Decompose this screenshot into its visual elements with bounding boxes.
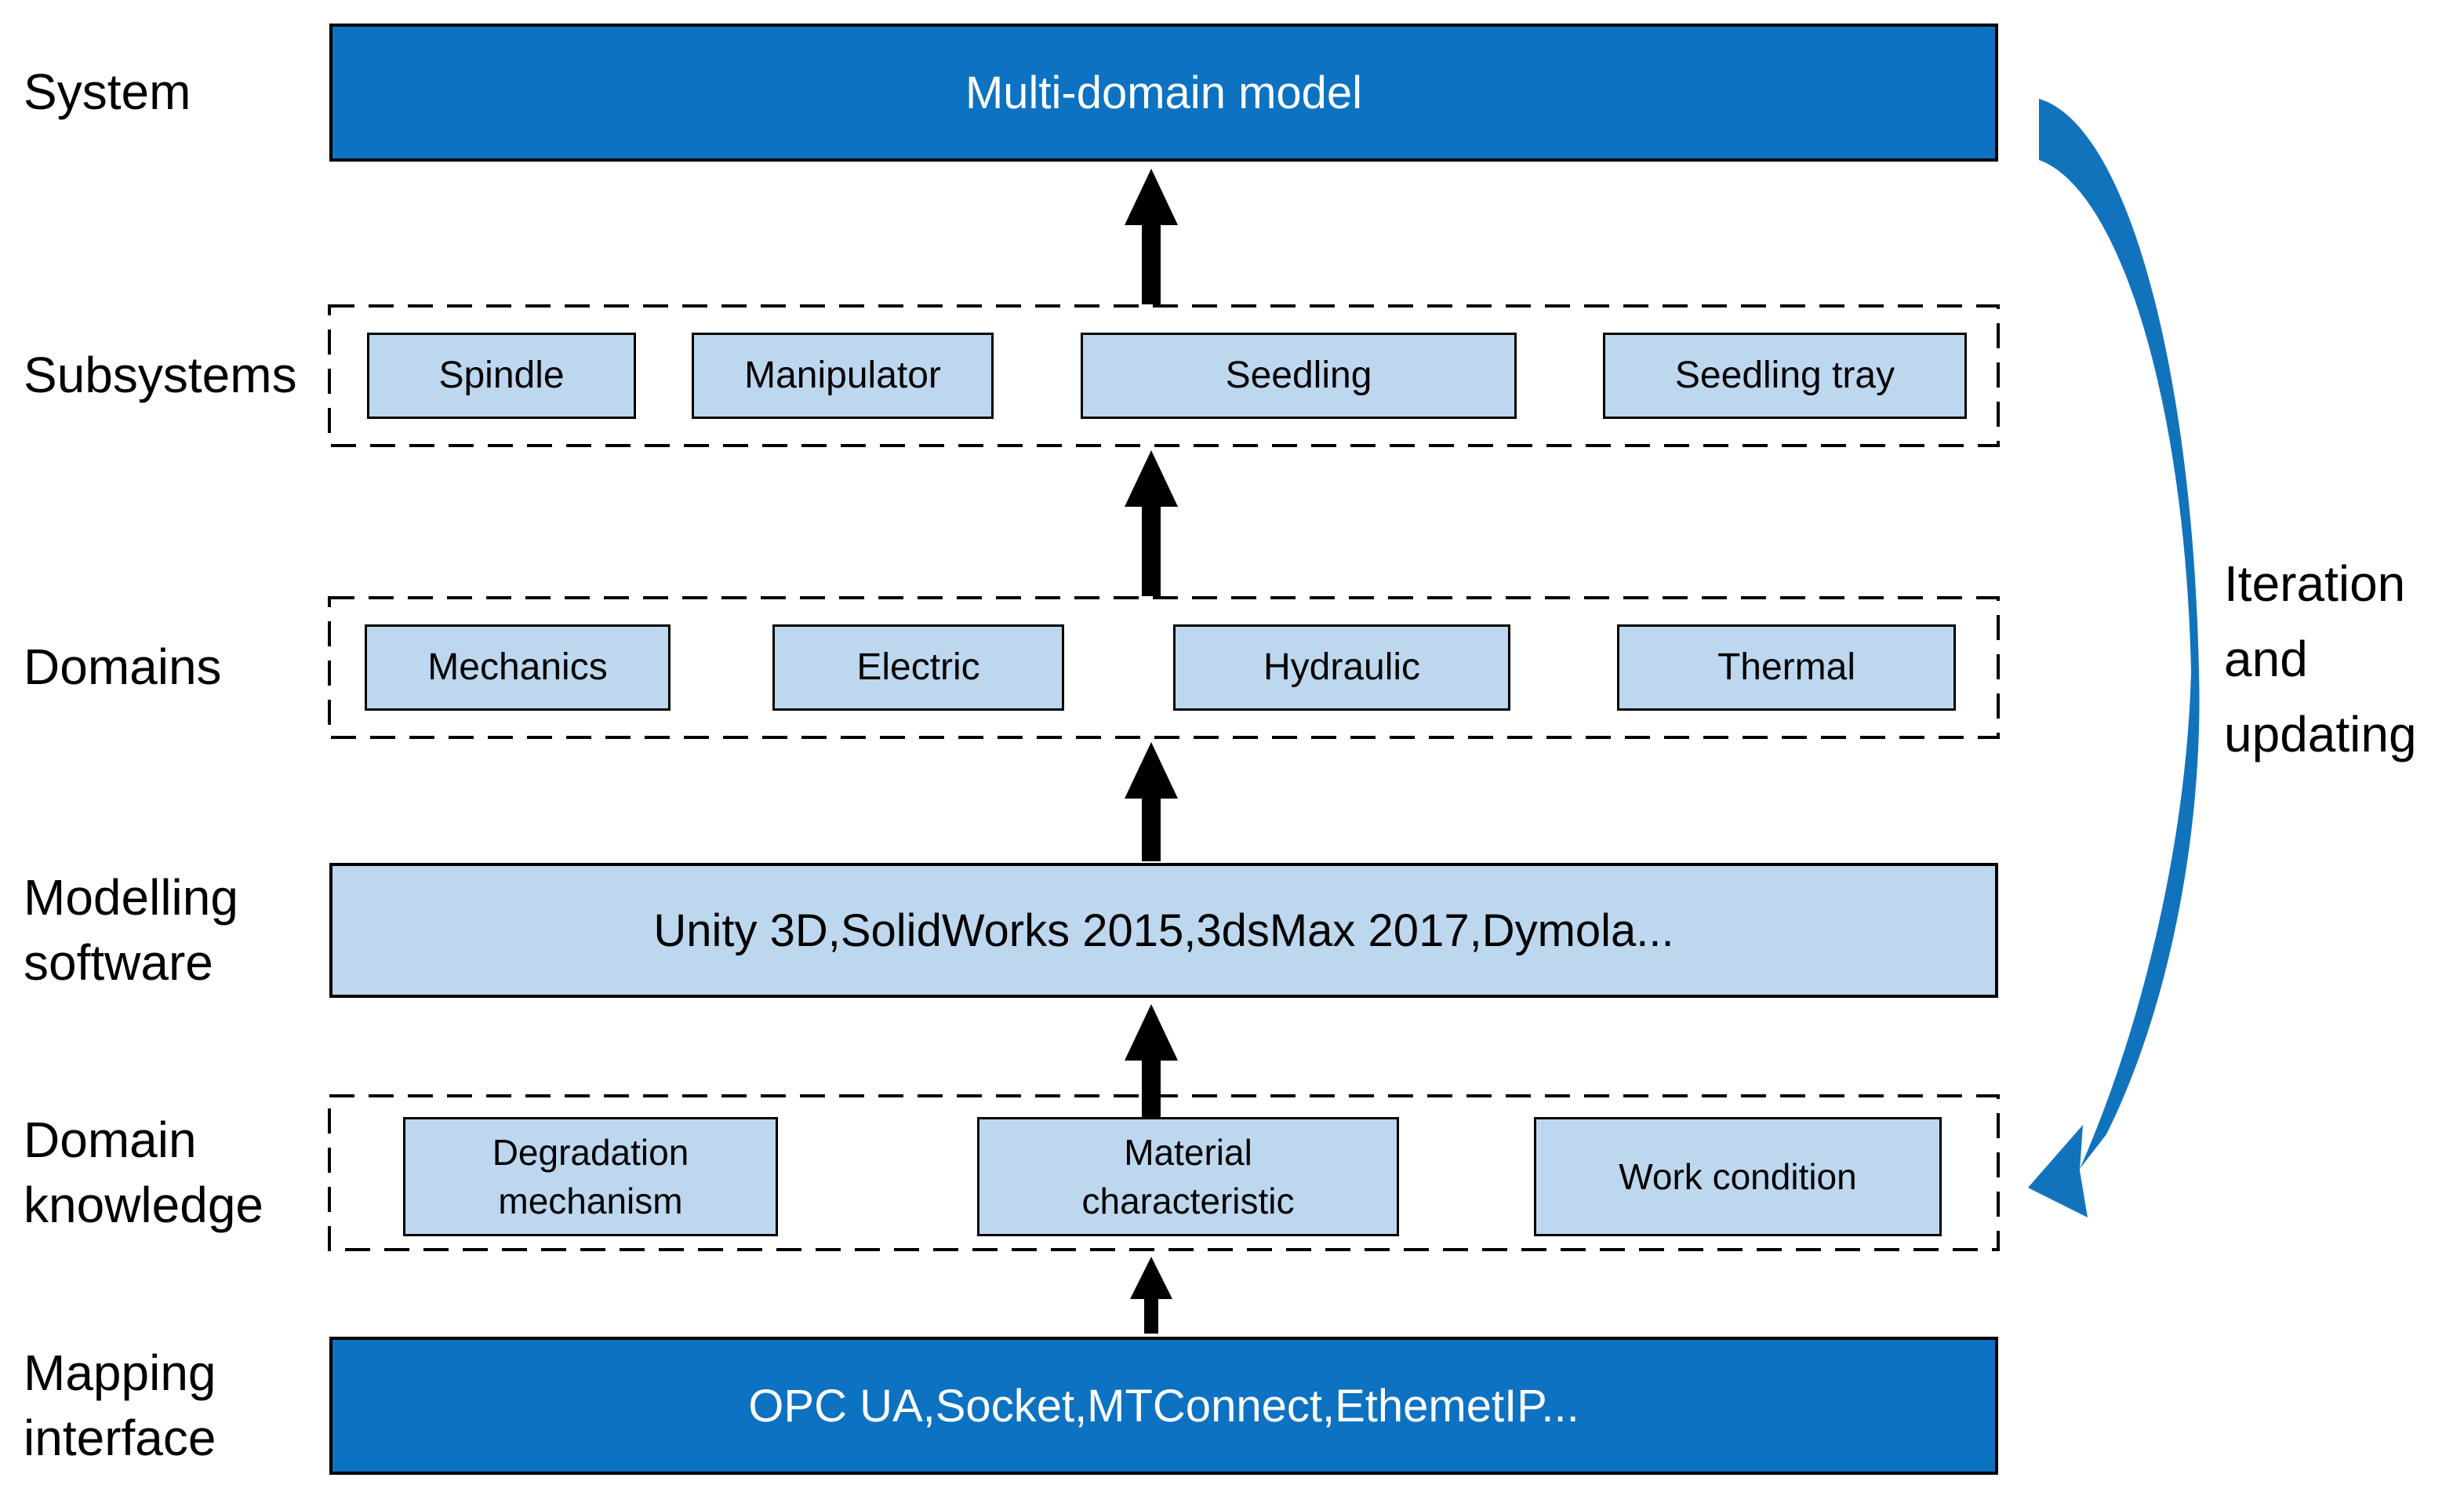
subsystem-box-seedling-text: Seedling — [1225, 354, 1372, 396]
knowledge-box-material-characteristic: Material characteristic — [977, 1117, 1399, 1236]
iteration-updating-label: Iteration and updating — [2224, 555, 2417, 762]
domain-box-hydraulic-text: Hydraulic — [1263, 646, 1421, 688]
row-label-modelling-software-text: Modelling software — [24, 868, 238, 991]
row-label-domain-knowledge: Domain knowledge — [24, 1096, 322, 1250]
domain-box-hydraulic: Hydraulic — [1173, 624, 1510, 711]
row-label-system-text: System — [24, 64, 191, 121]
up-arrow-domains-to-subsystems — [1125, 450, 1178, 596]
subsystem-box-seedling: Seedling — [1081, 333, 1517, 419]
row-label-mapping-interface: Mapping interface — [24, 1337, 322, 1475]
up-arrow-knowledge-to-software — [1125, 1004, 1178, 1139]
row-label-domain-knowledge-text: Domain knowledge — [24, 1111, 263, 1233]
subsystems-dashed-container — [328, 304, 2000, 447]
knowledge-box-degradation-mechanism-text: Degradation mechanism — [492, 1131, 689, 1221]
iteration-curved-arrow — [2028, 99, 2200, 1217]
knowledge-box-work-condition: Work condition — [1534, 1117, 1942, 1236]
domain-knowledge-dashed-container — [328, 1094, 2000, 1251]
up-arrow-subsystems-to-system — [1125, 169, 1178, 304]
mapping-interface-bar: OPC UA,Socket,MTConnect,EthemetIP... — [329, 1337, 1998, 1475]
row-label-subsystems-text: Subsystems — [24, 347, 297, 404]
row-label-system: System — [24, 24, 322, 162]
domain-box-mechanics: Mechanics — [365, 624, 671, 711]
up-arrow-mapping-to-knowledge — [1130, 1257, 1172, 1334]
mapping-interface-bar-text: OPC UA,Socket,MTConnect,EthemetIP... — [748, 1380, 1579, 1432]
row-label-domains: Domains — [24, 598, 322, 737]
domain-box-thermal: Thermal — [1617, 624, 1956, 711]
domain-box-electric-text: Electric — [856, 646, 980, 688]
domains-dashed-container — [328, 596, 2000, 739]
domain-box-mechanics-text: Mechanics — [427, 646, 608, 688]
subsystem-box-manipulator: Manipulator — [692, 333, 994, 419]
domain-box-electric: Electric — [772, 624, 1064, 711]
iteration-arrowhead — [2028, 1125, 2088, 1217]
subsystem-box-spindle: Spindle — [367, 333, 636, 419]
modelling-software-bar: Unity 3D,SolidWorks 2015,3dsMax 2017,Dym… — [329, 863, 1998, 998]
subsystem-box-seedling-tray: Seedling tray — [1603, 333, 1967, 419]
subsystem-box-manipulator-text: Manipulator — [744, 354, 941, 396]
up-arrow-software-to-domains — [1125, 742, 1178, 861]
knowledge-box-degradation-mechanism: Degradation mechanism — [403, 1117, 778, 1236]
subsystem-box-spindle-text: Spindle — [438, 354, 565, 396]
row-label-subsystems: Subsystems — [24, 306, 322, 446]
row-label-mapping-interface-text: Mapping interface — [24, 1344, 216, 1466]
modelling-software-bar-text: Unity 3D,SolidWorks 2015,3dsMax 2017,Dym… — [653, 904, 1674, 956]
row-label-modelling-software: Modelling software — [24, 863, 322, 998]
system-bar-text: Multi-domain model — [965, 67, 1363, 118]
iteration-curved-arrow-body — [2039, 99, 2200, 1169]
row-label-domains-text: Domains — [24, 639, 222, 696]
knowledge-box-material-characteristic-text: Material characteristic — [1081, 1131, 1295, 1221]
knowledge-box-work-condition-text: Work condition — [1619, 1155, 1857, 1197]
domain-box-thermal-text: Thermal — [1717, 646, 1856, 688]
system-bar: Multi-domain model — [329, 24, 1998, 162]
subsystem-box-seedling-tray-text: Seedling tray — [1674, 354, 1895, 396]
